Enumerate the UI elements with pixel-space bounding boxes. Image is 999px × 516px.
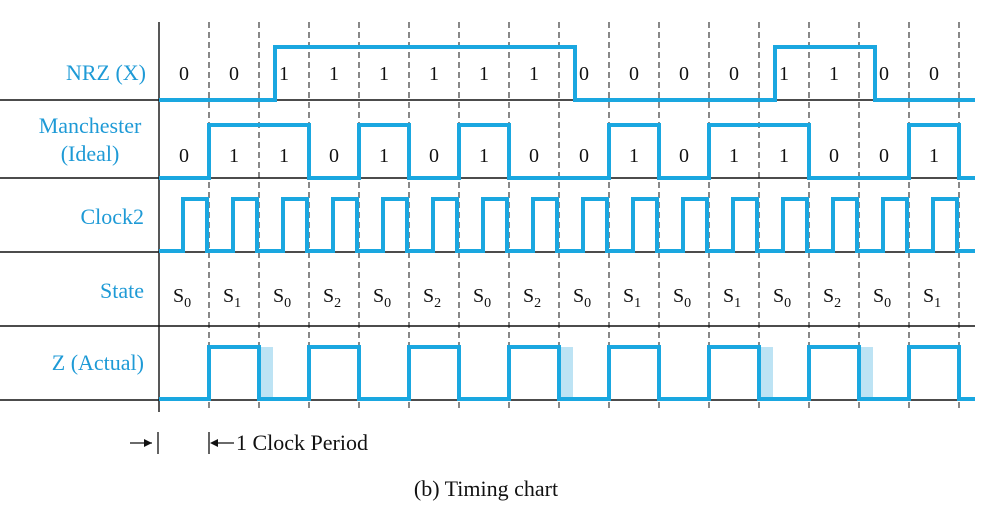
manchester-bit: 0 (429, 145, 439, 167)
nrz-bit: 0 (629, 63, 639, 85)
state-value: S1 (223, 285, 241, 311)
state-values: S0 S1 S0 S2 S0 S2 S0 S2 S0 S1 S0 S1 S0 S2 S0 S1 (173, 285, 941, 311)
manchester-bit: 0 (529, 145, 539, 167)
state-value: S2 (523, 285, 541, 311)
clock-period-marker: 1 Clock Period (130, 430, 368, 455)
clock-waveform (159, 197, 975, 253)
clock-period-label: 1 Clock Period (236, 430, 368, 455)
manchester-bit: 0 (579, 145, 589, 167)
nrz-bit: 0 (579, 63, 589, 85)
manchester-bit-values: 0 1 1 0 1 0 1 0 0 1 0 1 1 0 0 1 (179, 145, 939, 167)
manchester-bit: 0 (179, 145, 189, 167)
state-value: S1 (623, 285, 641, 311)
nrz-bit: 1 (329, 63, 339, 85)
state-value: S1 (923, 285, 941, 311)
z-glitch-marks (259, 347, 873, 399)
manchester-bit: 1 (779, 145, 789, 167)
manchester-bit: 1 (379, 145, 389, 167)
z-glitch (259, 347, 273, 399)
manchester-waveform (159, 123, 975, 180)
label-state: State (100, 278, 144, 303)
nrz-bit: 1 (479, 63, 489, 85)
nrz-bit: 1 (529, 63, 539, 85)
z-glitch (559, 347, 573, 399)
manchester-bit: 1 (279, 145, 289, 167)
manchester-bit: 0 (879, 145, 889, 167)
manchester-bit: 1 (929, 145, 939, 167)
nrz-bit: 1 (779, 63, 789, 85)
state-value: S0 (273, 285, 291, 311)
state-value: S0 (173, 285, 191, 311)
label-manchester: Manchester (39, 113, 142, 138)
manchester-bit: 0 (329, 145, 339, 167)
nrz-bit: 1 (829, 63, 839, 85)
nrz-bit: 1 (429, 63, 439, 85)
state-value: S0 (373, 285, 391, 311)
chart-caption: (b) Timing chart (414, 476, 558, 501)
nrz-bit: 1 (279, 63, 289, 85)
manchester-bit: 1 (629, 145, 639, 167)
label-nrz: NRZ (X) (66, 60, 146, 85)
manchester-bit: 1 (229, 145, 239, 167)
state-value: S1 (723, 285, 741, 311)
manchester-bit: 0 (679, 145, 689, 167)
nrz-bit: 0 (729, 63, 739, 85)
label-z: Z (Actual) (52, 350, 144, 375)
manchester-bit: 0 (829, 145, 839, 167)
label-clock: Clock2 (80, 204, 144, 229)
z-glitch (759, 347, 773, 399)
nrz-bit: 0 (879, 63, 889, 85)
nrz-bit-values: 0 0 1 1 1 1 1 1 0 0 0 0 1 1 0 0 (179, 63, 939, 85)
state-value: S0 (773, 285, 791, 311)
z-waveform (159, 345, 975, 401)
state-value: S2 (323, 285, 341, 311)
nrz-bit: 0 (929, 63, 939, 85)
state-value: S2 (423, 285, 441, 311)
nrz-bit: 0 (679, 63, 689, 85)
manchester-bit: 1 (729, 145, 739, 167)
state-value: S0 (873, 285, 891, 311)
nrz-bit: 1 (379, 63, 389, 85)
state-value: S2 (823, 285, 841, 311)
label-manchester-ideal: (Ideal) (61, 141, 120, 166)
nrz-bit: 0 (229, 63, 239, 85)
nrz-waveform (159, 45, 975, 102)
state-value: S0 (573, 285, 591, 311)
state-value: S0 (473, 285, 491, 311)
nrz-bit: 0 (179, 63, 189, 85)
manchester-bit: 1 (479, 145, 489, 167)
z-glitch (859, 347, 873, 399)
state-value: S0 (673, 285, 691, 311)
